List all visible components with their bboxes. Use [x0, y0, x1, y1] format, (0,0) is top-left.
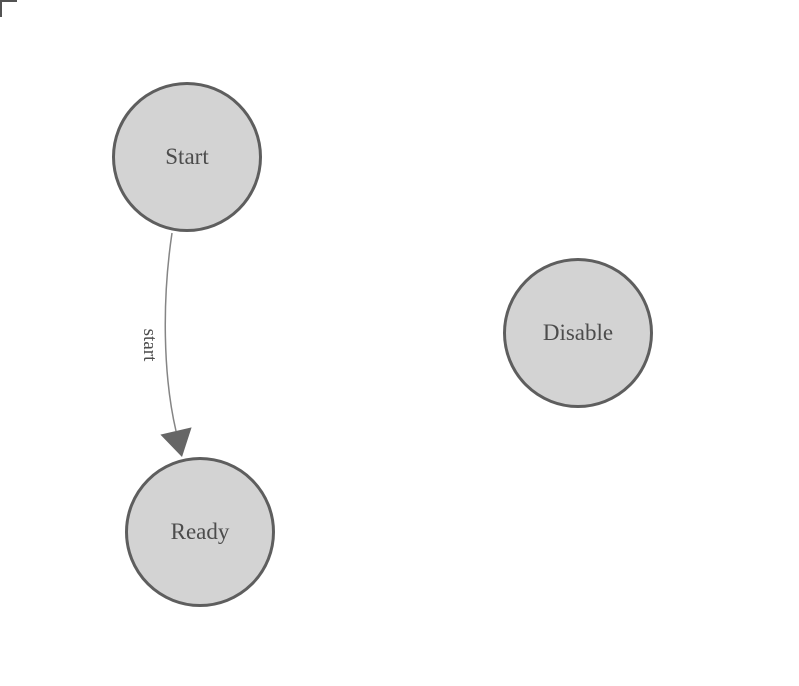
state-node-ready[interactable]: Ready: [125, 457, 275, 607]
state-node-label: Ready: [170, 519, 230, 544]
edge-connector[interactable]: [164, 232, 177, 432]
state-node-start[interactable]: Start: [112, 82, 262, 232]
canvas-corner-mark: [0, 0, 17, 17]
state-node-label: Disable: [542, 320, 614, 345]
edge-start-to-ready[interactable]: start: [139, 232, 192, 457]
edge-label: start: [139, 329, 160, 362]
edge-arrowhead-icon: [160, 427, 192, 457]
state-node-disable[interactable]: Disable: [503, 258, 653, 408]
state-node-label: Start: [165, 144, 209, 169]
